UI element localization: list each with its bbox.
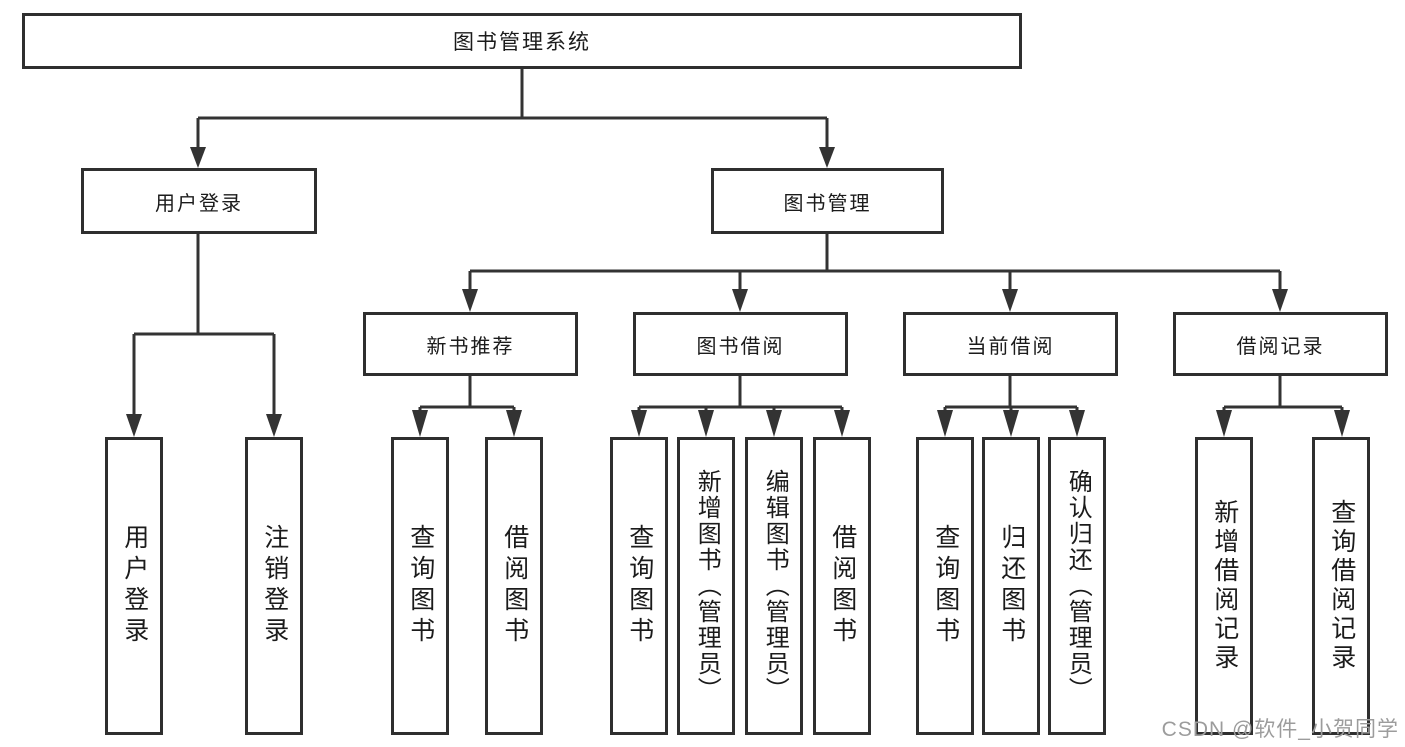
leaf-query-borrow-record: 查询借阅记录 [1312,437,1370,735]
node-user-login: 用户登录 [81,168,317,234]
node-new-book-recommend-label: 新书推荐 [426,335,515,358]
leaf-edit-books-admin-label: 编辑图书（管理员） [761,469,789,703]
leaf-add-books-admin: 新增图书（管理员） [677,437,735,735]
leaf-query-books-recommend-label: 查询图书 [406,524,435,648]
node-book-borrow: 图书借阅 [633,312,848,376]
leaf-return-books-label: 归还图书 [997,524,1026,648]
leaf-user-login-label: 用户登录 [120,524,149,648]
node-user-login-label: 用户登录 [155,192,243,215]
leaf-borrow-books-label: 借阅图书 [828,524,857,648]
leaf-logout: 注销登录 [245,437,303,735]
node-root-system: 图书管理系统 [22,13,1022,69]
leaf-return-books: 归还图书 [982,437,1040,735]
node-root-label: 图书管理系统 [453,31,591,54]
leaf-logout-label: 注销登录 [260,524,289,648]
leaf-query-books-current-label: 查询图书 [931,524,960,648]
leaf-confirm-return-admin: 确认归还（管理员） [1048,437,1106,735]
leaf-query-borrow-record-label: 查询借阅记录 [1327,499,1356,673]
leaf-query-books-borrow: 查询图书 [610,437,668,735]
leaf-confirm-return-admin-label: 确认归还（管理员） [1064,469,1092,703]
leaf-add-books-admin-label: 新增图书（管理员） [693,469,721,703]
node-current-borrow: 当前借阅 [903,312,1118,376]
leaf-borrow-books-recommend-label: 借阅图书 [500,524,529,648]
leaf-add-borrow-record: 新增借阅记录 [1195,437,1253,735]
leaf-query-books-recommend: 查询图书 [391,437,449,735]
csdn-watermark: CSDN @软件_小贺同学 [1161,718,1399,741]
node-borrow-history-label: 借阅记录 [1236,335,1325,358]
node-new-book-recommend: 新书推荐 [363,312,578,376]
leaf-add-borrow-record-label: 新增借阅记录 [1210,499,1239,673]
leaf-edit-books-admin: 编辑图书（管理员） [745,437,803,735]
node-book-management: 图书管理 [711,168,944,234]
node-book-borrow-label: 图书借阅 [696,335,785,358]
node-current-borrow-label: 当前借阅 [966,335,1055,358]
leaf-user-login: 用户登录 [105,437,163,735]
node-borrow-history: 借阅记录 [1173,312,1388,376]
leaf-query-books-current: 查询图书 [916,437,974,735]
leaf-query-books-borrow-label: 查询图书 [625,524,654,648]
node-book-management-label: 图书管理 [783,192,872,215]
leaf-borrow-books: 借阅图书 [813,437,871,735]
leaf-borrow-books-recommend: 借阅图书 [485,437,543,735]
